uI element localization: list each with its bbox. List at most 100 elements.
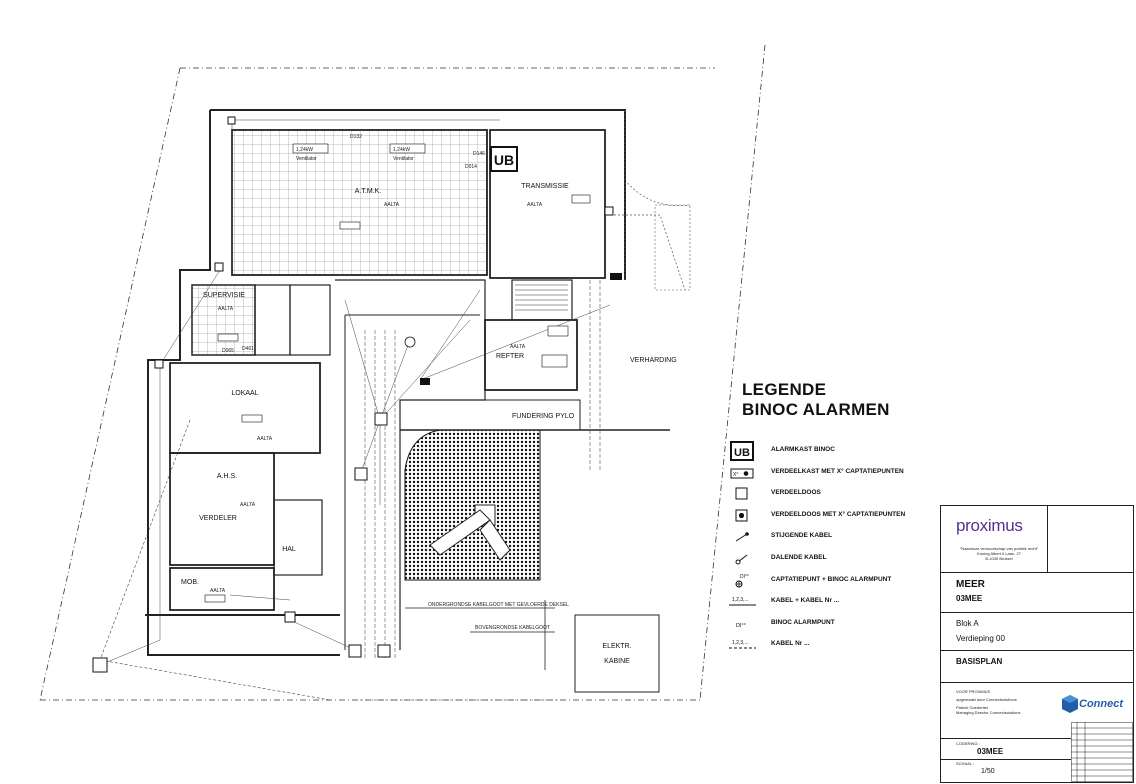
address-line-0: "Naamloze vennootschap van publiek recht… xyxy=(959,546,1039,551)
ub-alarm-box xyxy=(490,146,518,172)
ub-text: UB xyxy=(494,152,514,168)
label-verharding: VERHARDING xyxy=(630,357,677,364)
legend-title-1: LEGENDE xyxy=(742,380,827,399)
legend-item-dalende: DALENDE KABEL xyxy=(728,550,938,572)
legend-label-5: DALENDE KABEL xyxy=(771,553,827,561)
elektr-kabine xyxy=(574,614,660,693)
schaal-value: 1/50 xyxy=(981,768,995,775)
proximus-logo: proximus xyxy=(956,516,1023,535)
legend-item-binoc-alarmpunt: DI°° BINOC ALARMPUNT xyxy=(728,615,938,637)
legend-item-ub: UB ALARMKAST BINOC xyxy=(728,441,938,464)
tag-aalta-2: AALTA xyxy=(527,202,543,208)
binoc-alarmpunt-icon-text: DI°° xyxy=(736,623,746,629)
captatiepunt-icon-text: DI°° xyxy=(740,574,749,580)
tag-aalta-6: AALTA xyxy=(240,502,256,508)
legend-item-captatiepunt: DI°° CAPTATIEPUNT + BINOC ALARMPUNT xyxy=(728,572,938,594)
verdeelkast-icon: X° xyxy=(730,468,754,479)
binoc-alarmpunt-icon: DI°° xyxy=(736,623,746,629)
block-name: Blok A xyxy=(956,619,979,628)
fence-lines xyxy=(99,419,560,701)
verdeeldoos-captatie-icon xyxy=(735,509,748,522)
legend: LEGENDE BINOC ALARMEN UB ALARMKAST BINOC… xyxy=(728,380,938,658)
legend-item-kabel-only: 1,2,3,... KABEL Nr ... xyxy=(728,636,938,658)
tag-aalta-3: AALTA xyxy=(218,306,234,312)
person-line-0: Patrick Goedertier xyxy=(956,705,989,710)
legend-label-9: KABEL Nr ... xyxy=(771,640,810,648)
legend-label-0: ALARMKAST BINOC xyxy=(771,446,835,453)
legend-item-verdeeldoos-captatie: VERDEELDOOS MET X° CAPTATIEPUNTEN xyxy=(728,507,938,529)
legend-item-kabel-nr: 1,2,3,... KABEL + KABEL Nr ... xyxy=(728,593,938,615)
pylon-foundation xyxy=(404,429,541,581)
label-atmk: A.T.M.K. xyxy=(355,188,382,195)
d065-label: D065 xyxy=(222,348,234,354)
proximus-logo-area: proximus xyxy=(941,506,1047,544)
tag-aalta-7: AALTA xyxy=(210,588,226,594)
codering-label: CODERING : xyxy=(956,741,980,746)
room-atmk xyxy=(231,129,488,276)
plan-type: BASISPLAN xyxy=(956,657,1003,666)
room-verdeler xyxy=(169,452,275,566)
label-fundering: FUNDERING PYLO xyxy=(512,413,575,420)
vent1-power: 1,24kW xyxy=(296,147,313,153)
label-refter: REFTER xyxy=(496,353,524,360)
vent2-power: 1,24kW xyxy=(393,147,410,153)
d014-label: D014 xyxy=(465,164,477,170)
schaal-label: SCHAAL : xyxy=(956,761,975,766)
legend-label-3: VERDEELDOOS MET X° CAPTATIEPUNTEN xyxy=(771,510,906,518)
label-verdeler: VERDELER xyxy=(199,515,237,522)
label-elektr: ELEKTR. xyxy=(602,643,631,650)
address-line-1: Koning Albert II Laan, 27 xyxy=(977,551,1021,556)
tag-aalta-1: AALTA xyxy=(384,202,400,208)
legend-label-8: BINOC ALARMPUNT xyxy=(771,618,835,626)
tag-aalta-5: AALTA xyxy=(257,436,273,442)
person-line-1: Managing Director Connectsolutions xyxy=(956,710,1021,715)
alarm-cables xyxy=(99,119,611,666)
d146-label: D146 xyxy=(473,151,485,157)
site-name: MEER xyxy=(956,579,985,590)
dalende-kabel-icon xyxy=(735,554,748,565)
d132-label: D132 xyxy=(350,134,362,140)
label-mob: MOB. xyxy=(181,579,199,586)
label-kabine: KABINE xyxy=(604,658,630,665)
room-lokaal xyxy=(169,362,321,454)
revision-grid xyxy=(1071,722,1133,782)
opgemaakt-door: opgemaakt door Connectsolutions xyxy=(956,697,1017,702)
codering-value: 03MEE xyxy=(977,747,1004,756)
verdeelkast-icon-text: X° xyxy=(733,472,738,478)
kabel-nr-icon-text: 1,2,3,... xyxy=(732,597,749,603)
legend-label-1: VERDEELKAST MET X° CAPTATIEPUNTEN xyxy=(771,467,904,475)
title-block: proximus "Naamloze vennootschap van publ… xyxy=(940,505,1134,783)
connect-logo: Connect xyxy=(1061,694,1129,714)
kabel-only-icon-text: 1,2,3,... xyxy=(732,640,749,646)
legend-item-verdeeldoos: VERDEELDOOS xyxy=(728,485,938,507)
connect-cube-icon xyxy=(1062,695,1078,713)
label-supervisie: SUPERVISIE xyxy=(203,292,245,299)
label-ahs: A.H.S. xyxy=(217,473,237,480)
label-bovengrondse: BOVENGRONDSE KABELGOOT xyxy=(475,625,550,631)
ub-box-icon-text: UB xyxy=(734,447,750,459)
legend-label-2: VERDEELDOOS xyxy=(771,489,821,497)
legend-label-7: KABEL + KABEL Nr ... xyxy=(771,597,840,605)
legend-label-6: CAPTATIEPUNT + BINOC ALARMPUNT xyxy=(771,575,892,583)
site-code: 03MEE xyxy=(956,594,983,603)
room-hal xyxy=(273,499,323,576)
voor-proximus: VOOR PROXIMUS xyxy=(956,689,991,694)
floor-name: Verdieping 00 xyxy=(956,634,1005,643)
label-lokaal: LOKAAL xyxy=(231,390,258,397)
vent2-label: Ventilator xyxy=(393,156,414,162)
captatiepunt-icon: DI°° xyxy=(735,574,749,588)
legend-label-4: STIJGENDE KABEL xyxy=(771,532,833,540)
connect-logo-text: Connect xyxy=(1079,698,1123,710)
label-transmissie: TRANSMISSIE xyxy=(521,183,569,190)
label-ondergrondse: ONDERGRONDSE KABELGOOT MET GEVLOERDE DEK… xyxy=(428,602,569,608)
kabel-only-icon: 1,2,3,... xyxy=(729,640,756,649)
room-mob xyxy=(169,567,275,611)
tag-aalta-4: AALTA xyxy=(510,344,526,350)
d461-label: D461 xyxy=(242,346,254,352)
label-hal: HAL xyxy=(282,546,296,553)
legend-item-verdeelkast: X° VERDEELKAST MET X° CAPTATIEPUNTEN xyxy=(728,464,938,486)
ub-box-icon: UB xyxy=(730,441,754,461)
address-line-2: B-1030 Brussel xyxy=(985,556,1013,561)
verdeeldoos-boxes xyxy=(92,116,614,673)
